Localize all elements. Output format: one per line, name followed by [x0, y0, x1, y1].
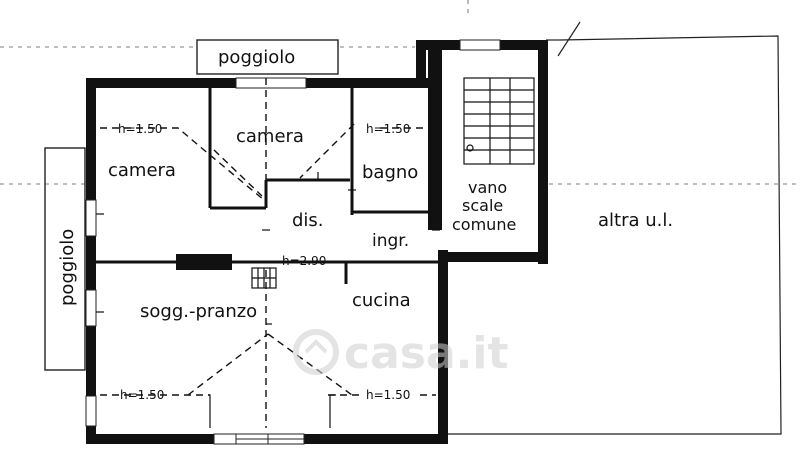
label-soggiorno: sogg.-pranzo	[140, 301, 257, 322]
door-ticks	[96, 172, 440, 325]
label-vano: vano	[468, 178, 507, 197]
height-sogg-right: h=1.50	[366, 388, 410, 402]
label-comune: comune	[452, 215, 516, 234]
other-unit-outline	[448, 21, 782, 435]
small-stair-icon	[251, 267, 277, 289]
label-cucina: cucina	[352, 290, 411, 311]
label-camera-center: camera	[236, 126, 304, 147]
height-camera-left: h=1.50	[118, 122, 162, 136]
height-bagno: h=1.50	[366, 122, 410, 136]
label-scale: scale	[462, 196, 503, 215]
label-altra: altra u.l.	[598, 210, 673, 231]
bottom-window	[235, 434, 304, 444]
label-dis: dis.	[292, 210, 324, 231]
slope-marks	[208, 394, 336, 428]
label-bagno: bagno	[362, 162, 418, 183]
label-ingr: ingr.	[372, 231, 409, 251]
interior-walls	[96, 88, 440, 284]
pillar	[176, 254, 232, 270]
label-camera-left: camera	[108, 160, 176, 181]
height-dis: h=2.90	[282, 254, 326, 268]
label-poggiolo-top: poggiolo	[218, 47, 295, 68]
stairwell-steps	[463, 77, 535, 165]
balcony-left	[44, 147, 86, 371]
balcony-top	[196, 39, 339, 75]
label-poggiolo-left: poggiolo	[57, 229, 78, 306]
reference-lines	[0, 0, 800, 185]
watermark-text: casa.it	[344, 328, 508, 379]
outer-walls	[86, 40, 548, 444]
height-sogg-left: h=1.50	[120, 388, 164, 402]
watermark: casa.it	[293, 328, 508, 379]
